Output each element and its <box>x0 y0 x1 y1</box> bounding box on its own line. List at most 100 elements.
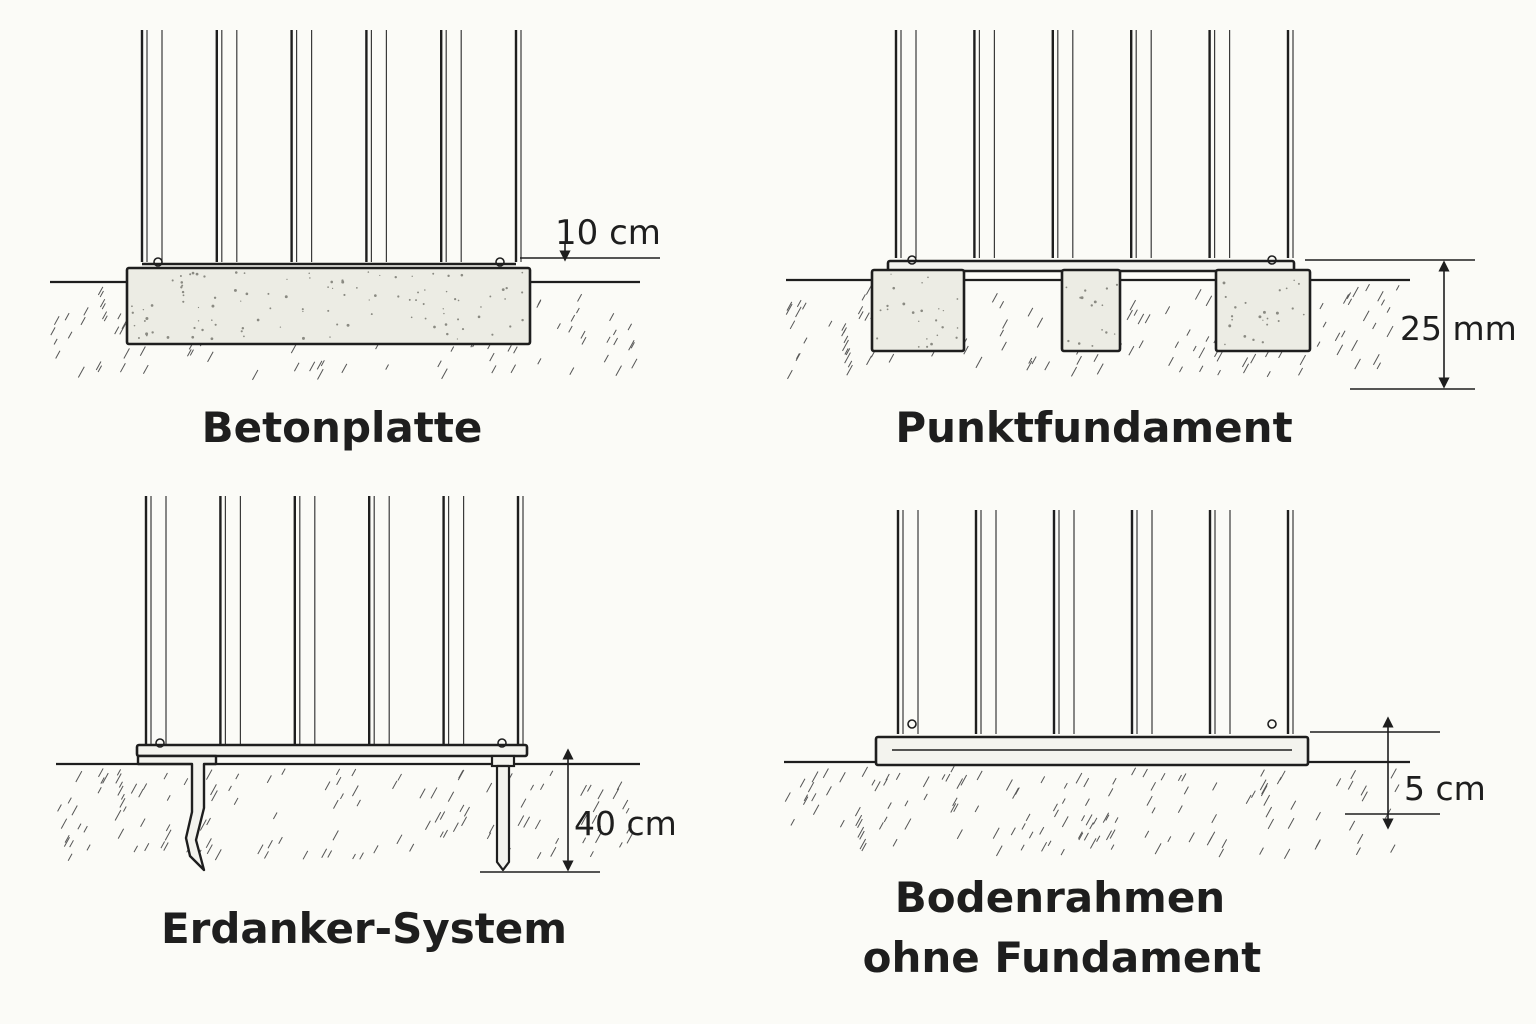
concrete-speckle <box>432 272 435 275</box>
ground-frame <box>874 735 1310 767</box>
ground-hatch-stroke <box>103 315 108 322</box>
ground-hatch-stroke <box>904 818 912 830</box>
ground-hatch-stroke <box>597 789 604 800</box>
ground-hatch-stroke <box>595 831 602 844</box>
ground-anchor-left <box>136 754 218 872</box>
concrete-speckle <box>936 334 939 337</box>
concrete-speckle-middle <box>1065 283 1119 347</box>
ground-hatch-stroke <box>587 784 592 792</box>
ground-hatch-stroke <box>206 817 211 826</box>
ground-hatch-stroke <box>117 785 124 796</box>
concrete-speckle <box>330 280 333 284</box>
ground-hatch-stroke <box>1041 841 1048 852</box>
ground-hatch-stroke <box>922 776 930 788</box>
concrete-speckle <box>181 290 185 294</box>
ground-hatch-stroke <box>67 797 72 804</box>
ground-hatch-stroke <box>102 311 108 320</box>
ground-hatch-stroke <box>999 329 1004 337</box>
ground-hatch-stroke <box>999 301 1005 309</box>
ground-hatch-stroke <box>828 320 833 327</box>
ground-anchor-right <box>495 764 511 872</box>
ground-hatch-stroke <box>1096 835 1101 843</box>
concrete-speckle <box>1115 283 1119 286</box>
concrete-speckle <box>137 336 140 339</box>
ground-hatch-stroke <box>267 839 273 849</box>
caption-bodenrahmen-line1: Bodenrahmen <box>895 873 1225 922</box>
concrete-speckle <box>256 318 260 322</box>
ground-hatch-stroke <box>206 844 213 855</box>
concrete-speckle <box>424 289 426 291</box>
ground-hatch-stroke <box>1265 806 1273 818</box>
ground-hatch-stroke <box>95 361 102 371</box>
dimension-label-5cm: 5 cm <box>1404 769 1486 808</box>
ground-hatch-stroke <box>839 772 846 783</box>
ground-hatch-stroke <box>1354 358 1361 370</box>
ground-hatch-stroke <box>858 311 864 320</box>
ground-hatch-stroke <box>142 783 148 790</box>
ground-hatch-stroke <box>1089 838 1097 849</box>
ground-hatch-stroke <box>1108 788 1114 797</box>
ground-hatch-stroke <box>1261 782 1269 795</box>
concrete-speckle <box>890 273 892 275</box>
concrete-speckle <box>379 274 381 277</box>
concrete-speckle <box>197 306 200 309</box>
concrete-speckle <box>1222 281 1226 285</box>
ground-hatch-stroke <box>1372 322 1377 330</box>
ground-hatch-stroke <box>1081 815 1086 822</box>
concrete-speckle <box>491 333 494 336</box>
ground-hatch-stroke <box>1206 836 1213 846</box>
ground-hatch-stroke <box>1260 769 1265 777</box>
ground-hatch-stroke <box>1076 355 1082 365</box>
ground-hatch-stroke <box>457 769 465 781</box>
ground-hatch-stroke <box>1047 840 1052 847</box>
ground-hatch-stroke <box>142 364 149 375</box>
concrete-speckle <box>1278 289 1281 292</box>
concrete-speckle <box>1243 335 1247 338</box>
concrete-speckle <box>911 311 915 314</box>
concrete-speckle <box>309 277 311 279</box>
ground-hatch-stroke <box>991 292 998 303</box>
ground-hatch-stroke <box>1151 807 1156 814</box>
ground-hatch-stroke <box>923 793 928 801</box>
concrete-speckle <box>394 275 397 279</box>
caption-punktfundament: Punktfundament <box>895 403 1292 452</box>
ground-hatch-stroke <box>1150 781 1157 791</box>
ground-hatch-stroke <box>163 842 169 851</box>
panel-bodenrahmen: 5 cm Bodenrahmen ohne Fundament <box>784 510 1486 982</box>
ground-hatch-stroke <box>102 772 109 784</box>
concrete-speckle <box>301 308 304 311</box>
ground-hatch-stroke <box>1138 340 1144 349</box>
dimension-label-10cm: 10 cm <box>555 213 661 253</box>
ground-hatch-stroke <box>165 824 171 832</box>
ground-hatch-stroke <box>53 316 60 326</box>
ground-hatch-stroke <box>214 849 222 861</box>
concrete-slab <box>125 266 532 346</box>
ground-hatch-stroke <box>1336 344 1344 356</box>
ground-hatch-stroke <box>843 327 847 333</box>
ground-hatch-stroke <box>1052 803 1058 812</box>
ground-hatch-stroke <box>1395 285 1400 291</box>
frame-bolt-left <box>907 255 917 265</box>
concrete-speckle <box>457 318 460 321</box>
ground-hatch-stroke <box>64 834 70 843</box>
ground-hatch-stroke <box>807 781 815 793</box>
ground-hatch-stroke <box>235 773 240 780</box>
ground-hatch-stroke <box>1183 786 1189 795</box>
ground-hatch-stroke <box>854 806 861 817</box>
concrete-speckle <box>1105 331 1108 334</box>
ground-hatch-stroke <box>396 834 403 845</box>
caption-bodenrahmen-line2: ohne Fundament <box>863 933 1262 982</box>
ground-hatch-stroke <box>612 788 620 800</box>
concrete-speckle <box>930 342 933 346</box>
concrete-speckle <box>501 288 505 292</box>
concrete-speckle <box>179 274 182 277</box>
ground-hatch-stroke <box>597 825 601 832</box>
ground-hatch-stroke <box>812 804 820 815</box>
ground-hatch-stroke <box>1044 361 1050 371</box>
concrete-speckle <box>410 316 413 319</box>
ground-hatch-stroke <box>1205 336 1210 342</box>
concrete-speckle <box>422 303 425 306</box>
ground-hatch-stroke <box>956 829 963 840</box>
ground-hatch-stroke <box>631 358 638 369</box>
ground-hatch-stroke <box>1001 341 1007 351</box>
